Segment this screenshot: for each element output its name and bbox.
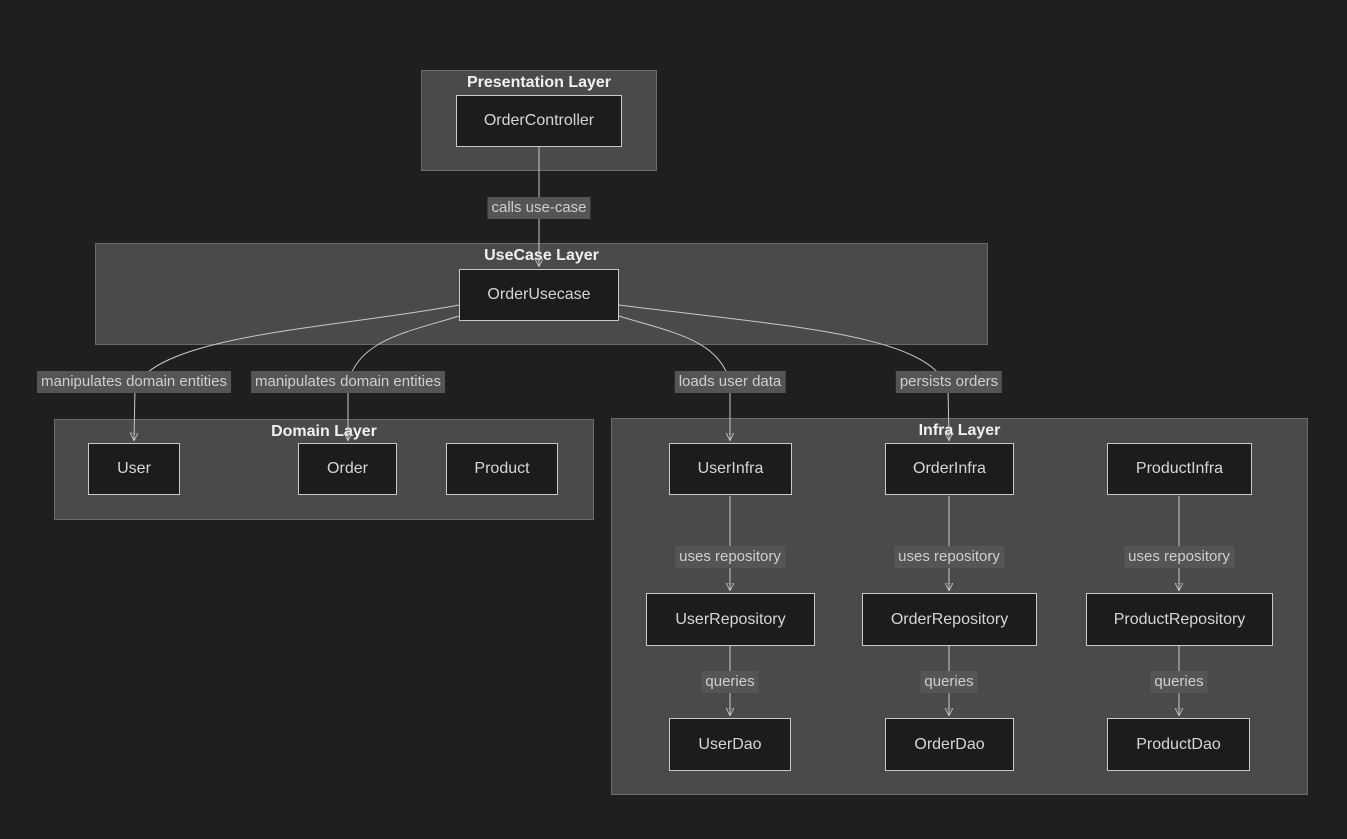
node-product-dao: ProductDao [1107,718,1250,771]
edge-label-calls-use-case: calls use-case [487,197,591,219]
node-order-controller: OrderController [456,95,622,147]
node-order-infra: OrderInfra [885,443,1014,495]
edge-label-queries-2: queries [920,671,978,693]
edge-label-persists-orders: persists orders [895,371,1003,393]
node-order-dao: OrderDao [885,718,1014,771]
cluster-title-domain-layer: Domain Layer [271,423,377,440]
node-user-repository: UserRepository [646,593,815,646]
node-product-infra: ProductInfra [1107,443,1252,495]
edge-label-queries-3: queries [1150,671,1208,693]
node-product-repository: ProductRepository [1086,593,1273,646]
node-product: Product [446,443,558,495]
edge-label-queries-1: queries [701,671,759,693]
edge-label-uses-repository-1: uses repository [675,546,785,568]
edge-label-loads-user-data: loads user data [674,371,786,393]
node-order-repository: OrderRepository [862,593,1037,646]
cluster-title-presentation-layer: Presentation Layer [466,74,612,91]
edge-label-uses-repository-2: uses repository [894,546,1004,568]
cluster-title-usecase-layer: UseCase Layer [484,247,599,264]
edge-label-manipulates-domain-entities-2: manipulates domain entities [251,371,445,393]
node-user-dao: UserDao [669,718,791,771]
node-user-infra: UserInfra [669,443,792,495]
node-order-usecase: OrderUsecase [459,269,619,321]
cluster-title-infra-layer: Infra Layer [918,422,1001,439]
edge-label-uses-repository-3: uses repository [1124,546,1234,568]
node-order: Order [298,443,397,495]
node-user: User [88,443,180,495]
edge-label-manipulates-domain-entities-1: manipulates domain entities [37,371,231,393]
